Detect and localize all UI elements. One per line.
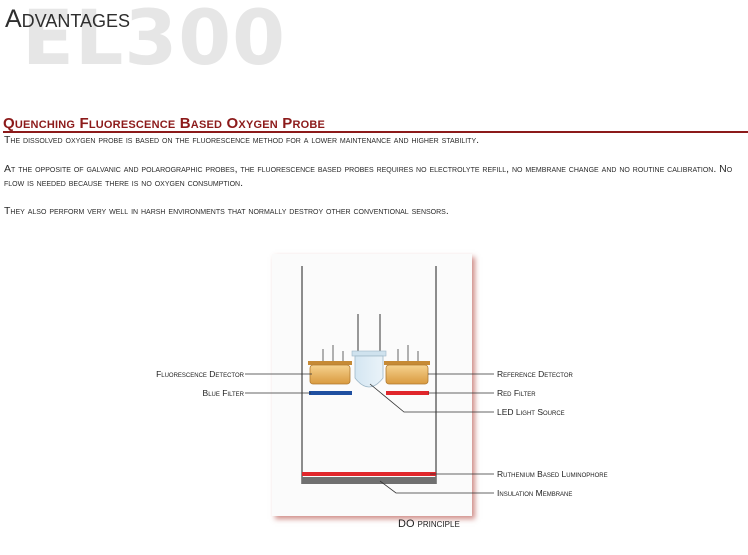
paragraph-harsh-environments: They also perform very well in harsh env…	[4, 205, 449, 217]
insulation-membrane-layer	[302, 477, 436, 484]
label-led-light-source: LED Light Source	[497, 407, 565, 417]
blue-filter	[309, 391, 352, 395]
fluorescence-detector	[308, 345, 352, 385]
leader-lines	[245, 373, 494, 494]
label-reference-detector: Reference Detector	[497, 369, 573, 379]
label-ruthenium-luminophore: Ruthenium Based Luminophore	[497, 469, 608, 479]
label-fluorescence-detector: Fluorescence Detector	[156, 369, 244, 379]
paragraph-intro: The dissolved oxygen probe is based on t…	[4, 134, 480, 146]
diagram-caption: DO principle	[398, 518, 460, 530]
section-title: Quenching Fluorescence Based Oxygen Prob…	[3, 115, 326, 132]
section-divider	[3, 131, 748, 133]
label-blue-filter: Blue Filter	[202, 388, 244, 398]
red-filter	[386, 391, 429, 395]
page-title: Advantages	[5, 5, 131, 33]
label-insulation-membrane: Insulation Membrane	[497, 488, 573, 498]
watermark-model-name: EL300	[22, 0, 286, 82]
led-light-source	[351, 314, 387, 388]
label-red-filter: Red Filter	[497, 388, 536, 398]
reference-detector	[384, 345, 430, 385]
ruthenium-luminophore-layer	[302, 472, 436, 476]
paragraph-comparison: At the opposite of galvanic and polarogr…	[4, 163, 733, 189]
